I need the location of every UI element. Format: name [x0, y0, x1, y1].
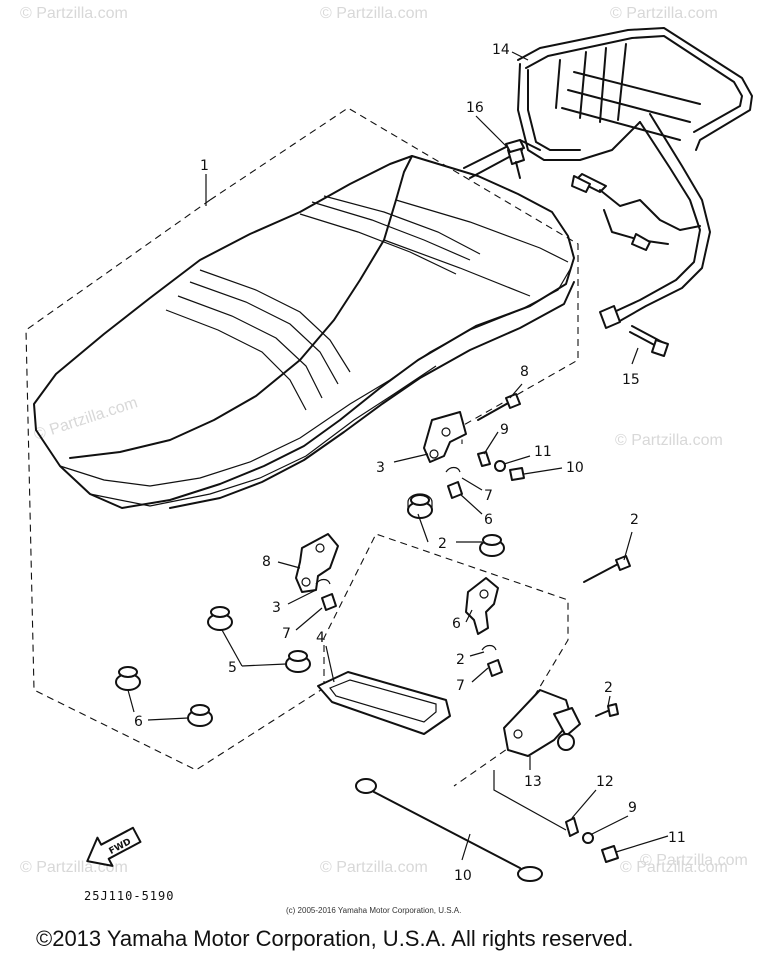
- callout-number: 11: [668, 830, 686, 846]
- watermark: © Partzilla.com: [320, 859, 428, 876]
- callout-number: 13: [524, 774, 542, 790]
- watermark: © Partzilla.com: [640, 852, 748, 869]
- leader-lines: [127, 51, 669, 861]
- watermark: © Partzilla.com: [20, 859, 128, 876]
- callout-number: 2: [438, 536, 447, 552]
- bolt: [505, 139, 525, 179]
- rubber-damper: [479, 534, 505, 557]
- seat-cable: [355, 778, 543, 882]
- bolt: [629, 325, 669, 357]
- rubber-damper: [187, 704, 213, 727]
- callout-number: 4: [316, 630, 325, 646]
- watermark: © Partzilla.com: [20, 5, 128, 22]
- callout-number: 5: [228, 660, 237, 676]
- rubber-damper: [407, 493, 433, 519]
- copyright-small: (c) 2005-2016 Yamaha Motor Corporation, …: [286, 906, 462, 915]
- callout-number: 6: [484, 512, 493, 528]
- callout-number: 8: [262, 554, 271, 570]
- callout-number: 3: [272, 600, 281, 616]
- watermark: © Partzilla.com: [610, 5, 718, 22]
- seat-lock: [503, 689, 581, 757]
- callout-number: 7: [484, 488, 493, 504]
- callout-number: 10: [566, 460, 584, 476]
- callout-number: 15: [622, 372, 640, 388]
- dampers: [115, 493, 505, 727]
- callout-number: 10: [454, 868, 472, 884]
- callout-number: 8: [520, 364, 529, 380]
- storage-tray: [317, 671, 451, 735]
- callout-number: 2: [456, 652, 465, 668]
- hardware: [315, 393, 631, 863]
- callout-number: 7: [456, 678, 465, 694]
- watermark: © Partzilla.com: [615, 432, 723, 449]
- rubber-damper: [115, 666, 141, 691]
- callout-number: 6: [452, 616, 461, 632]
- watermark: © Partzilla.com: [32, 394, 140, 443]
- copyright-notice: ©2013 Yamaha Motor Corporation, U.S.A. A…: [36, 926, 634, 951]
- seat-assembly-outline: [25, 199, 325, 771]
- callout-number: 12: [596, 774, 614, 790]
- rubber-damper: [207, 606, 233, 631]
- callout-number: 1: [200, 158, 209, 174]
- callout-number: 11: [534, 444, 552, 460]
- seat-hook: [465, 577, 499, 635]
- callout-number: 9: [500, 422, 509, 438]
- callout-number: 7: [282, 626, 291, 642]
- callout-number: 9: [628, 800, 637, 816]
- callouts: 1 14 16 15 8 9 11 10 3 7 6 2 2 8 3 7 6 4…: [134, 42, 686, 884]
- callout-number: 2: [604, 680, 613, 696]
- callout-number: 6: [134, 714, 143, 730]
- rear-carrier: [463, 27, 753, 329]
- watermarks: © Partzilla.com © Partzilla.com © Partzi…: [20, 5, 748, 876]
- watermark: © Partzilla.com: [320, 5, 428, 22]
- watermark: © Partzilla.com: [620, 859, 728, 876]
- seat-bracket: [423, 411, 467, 463]
- figure-code: 25J110-5190: [84, 889, 174, 903]
- callout-number: 3: [376, 460, 385, 476]
- rubber-damper: [285, 650, 311, 673]
- callout-number: 14: [492, 42, 510, 58]
- callout-number: 16: [466, 100, 484, 116]
- seat: [33, 155, 575, 509]
- callout-number: 2: [630, 512, 639, 528]
